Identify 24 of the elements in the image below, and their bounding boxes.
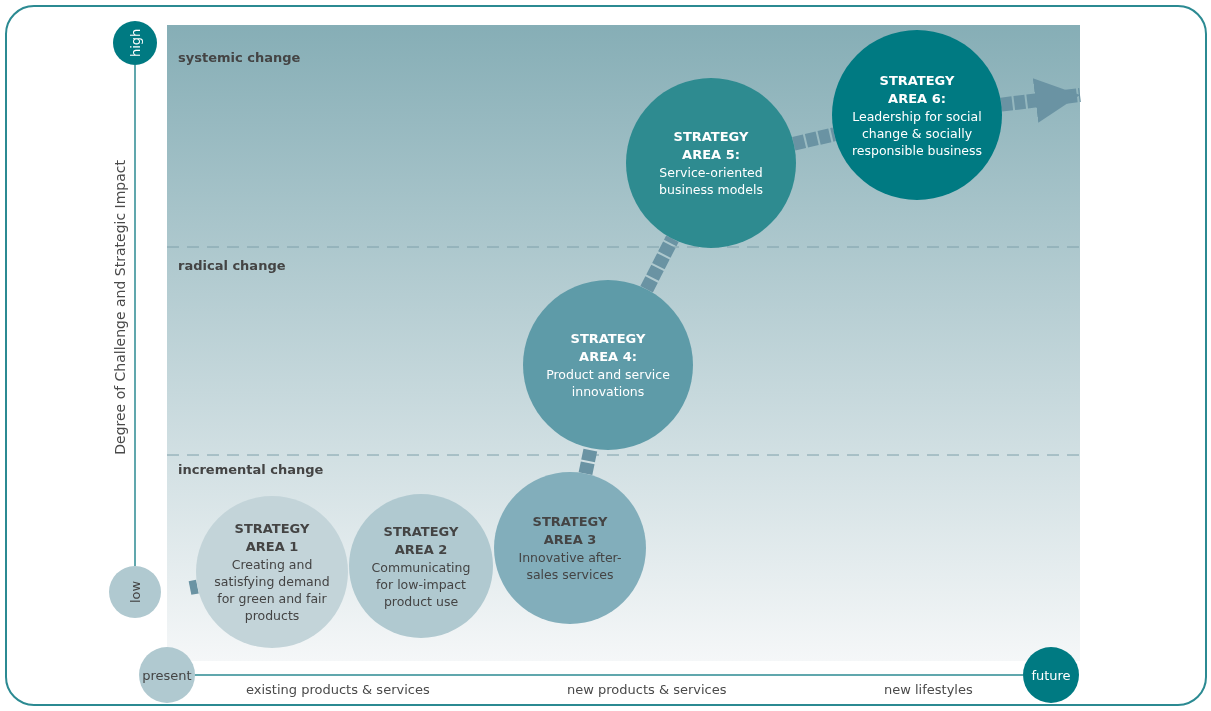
band-label: systemic change [178,50,301,65]
circle-heading: STRATEGY AREA 6: [878,71,956,108]
band-label: incremental change [178,462,324,477]
circle-text: Communicating for low-impact product use [370,558,472,610]
striped-arrow [1000,78,1081,123]
circle-text: Product and service innovations [545,366,671,400]
circle-text: Service-oriented business models [658,164,764,198]
circle-heading: STRATEGY AREA 4: [569,330,647,366]
axis-label: existing products & services [246,682,430,697]
circle-text: Leadership for social change & socially responsible business [850,107,984,159]
axis-title: Degree of Challenge and Strategic Impact [112,160,128,455]
band-label: radical change [178,258,286,273]
circle-text: Creating and satisfying demand for green and fair products [213,556,331,624]
circle-heading: STRATEGY AREA 1 [233,520,311,556]
circle-text: Innovative after-sales services [517,549,623,583]
axis-label: new products & services [567,682,727,697]
axis-marker: high [113,21,157,65]
axis-marker: low [109,566,161,618]
circle-heading: STRATEGY AREA 5: [672,128,750,164]
axis-label: new lifestyles [884,682,973,697]
circle-heading: STRATEGY AREA 2 [382,522,460,559]
axis-marker: present [139,647,195,703]
circle-heading: STRATEGY AREA 3 [531,513,609,549]
axis-marker: future [1023,647,1079,703]
